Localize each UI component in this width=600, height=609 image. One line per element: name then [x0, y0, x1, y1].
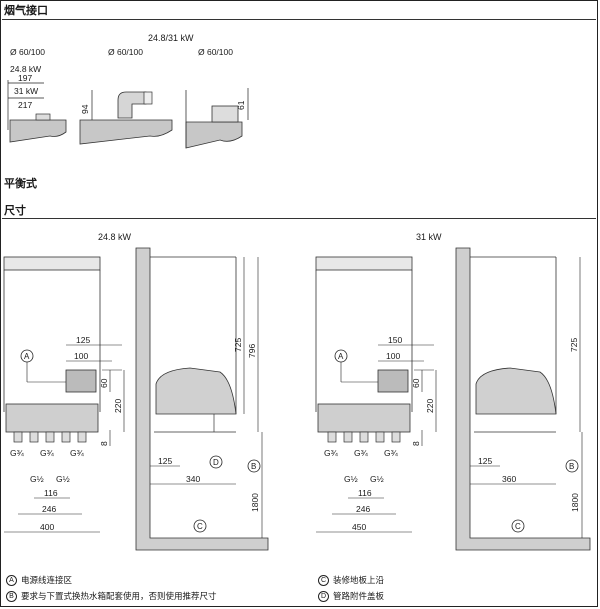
left-g12a: G½ — [30, 474, 44, 484]
legend-d-marker: D — [318, 590, 329, 602]
left-g34a: G¾ — [10, 448, 25, 458]
right-d60: 60 — [411, 378, 421, 388]
right-g34b: G¾ — [354, 448, 369, 458]
legend-a-marker: A — [6, 574, 17, 586]
right-mark-a: A — [338, 352, 344, 361]
dimension-diagrams: 24.8 kW 125 100 A 60 220 8 G¾ G¾ G¾ G½ G… — [3, 232, 591, 551]
flue-title-rule — [2, 19, 596, 20]
left-d400: 400 — [40, 522, 54, 532]
legend-c-text: 装修地板上沿 — [333, 576, 385, 586]
left-d796: 796 — [247, 344, 257, 358]
right-g12b: G½ — [370, 474, 384, 484]
left-d340: 340 — [186, 474, 200, 484]
left-d125: 125 — [76, 335, 90, 345]
left-d100: 100 — [74, 351, 88, 361]
flue-dia-b: Ø 60/100 — [108, 47, 143, 57]
legend-b-marker: B — [6, 590, 17, 602]
flue-val-197: 197 — [18, 73, 32, 83]
right-d450: 450 — [352, 522, 366, 532]
right-d150: 150 — [388, 335, 402, 345]
flue-power-header: 24.8/31 kW — [148, 33, 194, 43]
dims-title-rule — [2, 218, 596, 219]
legend-a: A 电源线连接区 — [6, 574, 72, 586]
left-d1800: 1800 — [250, 493, 260, 512]
left-mark-d: D — [213, 458, 219, 467]
right-g12a: G½ — [344, 474, 358, 484]
right-d8: 8 — [411, 441, 421, 446]
right-g34c: G¾ — [384, 448, 399, 458]
right-mark-c: C — [515, 522, 521, 531]
legend-a-text: 电源线连接区 — [21, 576, 73, 586]
flue-val-94: 94 — [80, 104, 90, 114]
left-g34b: G¾ — [40, 448, 55, 458]
left-d8: 8 — [99, 441, 109, 446]
left-mark-b: B — [251, 462, 256, 471]
right-power-label: 31 kW — [416, 232, 442, 242]
flue-diagram: 24.8/31 kW Ø 60/100 Ø 60/100 Ø 60/100 24… — [7, 33, 249, 149]
right-mark-b: B — [569, 462, 574, 471]
left-d725: 725 — [233, 338, 243, 352]
legend-c: C 装修地板上沿 — [318, 574, 384, 586]
left-g12b: G½ — [56, 474, 70, 484]
left-power-label: 24.8 kW — [98, 232, 132, 242]
right-d116: 116 — [358, 488, 372, 498]
right-d100: 100 — [386, 351, 400, 361]
right-g34a: G¾ — [324, 448, 339, 458]
legend-c-marker: C — [318, 574, 329, 586]
left-mark-c: C — [197, 522, 203, 531]
legend-d: D 管路附件盖板 — [318, 590, 384, 602]
left-d125b: 125 — [158, 456, 172, 466]
left-d220: 220 — [113, 399, 123, 413]
legend-d-text: 管路附件盖板 — [333, 592, 385, 602]
flue-label-248: 24.8 kW — [10, 64, 41, 74]
left-g34c: G¾ — [70, 448, 85, 458]
right-d1800: 1800 — [570, 493, 580, 512]
flue-val-217: 217 — [18, 100, 32, 110]
flue-section-title: 烟气接口 — [4, 4, 48, 17]
right-d246: 246 — [356, 504, 370, 514]
right-d220: 220 — [425, 399, 435, 413]
left-d116: 116 — [44, 488, 58, 498]
right-d360: 360 — [502, 474, 516, 484]
dims-section-title: 尺寸 — [4, 204, 26, 217]
left-d60: 60 — [99, 378, 109, 388]
flue-val-61: 61 — [236, 100, 246, 110]
right-d725: 725 — [569, 338, 579, 352]
right-d125: 125 — [478, 456, 492, 466]
flue-dia-a: Ø 60/100 — [10, 47, 45, 57]
legend-b-text: 要求与下置式换热水箱配套使用，否则使用推荐尺寸 — [21, 592, 217, 602]
flue-dia-c: Ø 60/100 — [198, 47, 233, 57]
legend-b: B 要求与下置式换热水箱配套使用，否则使用推荐尺寸 — [6, 590, 217, 602]
left-mark-a: A — [24, 352, 30, 361]
flue-label-31: 31 kW — [14, 86, 38, 96]
left-d246: 246 — [42, 504, 56, 514]
balanced-section-title: 平衡式 — [4, 177, 37, 190]
